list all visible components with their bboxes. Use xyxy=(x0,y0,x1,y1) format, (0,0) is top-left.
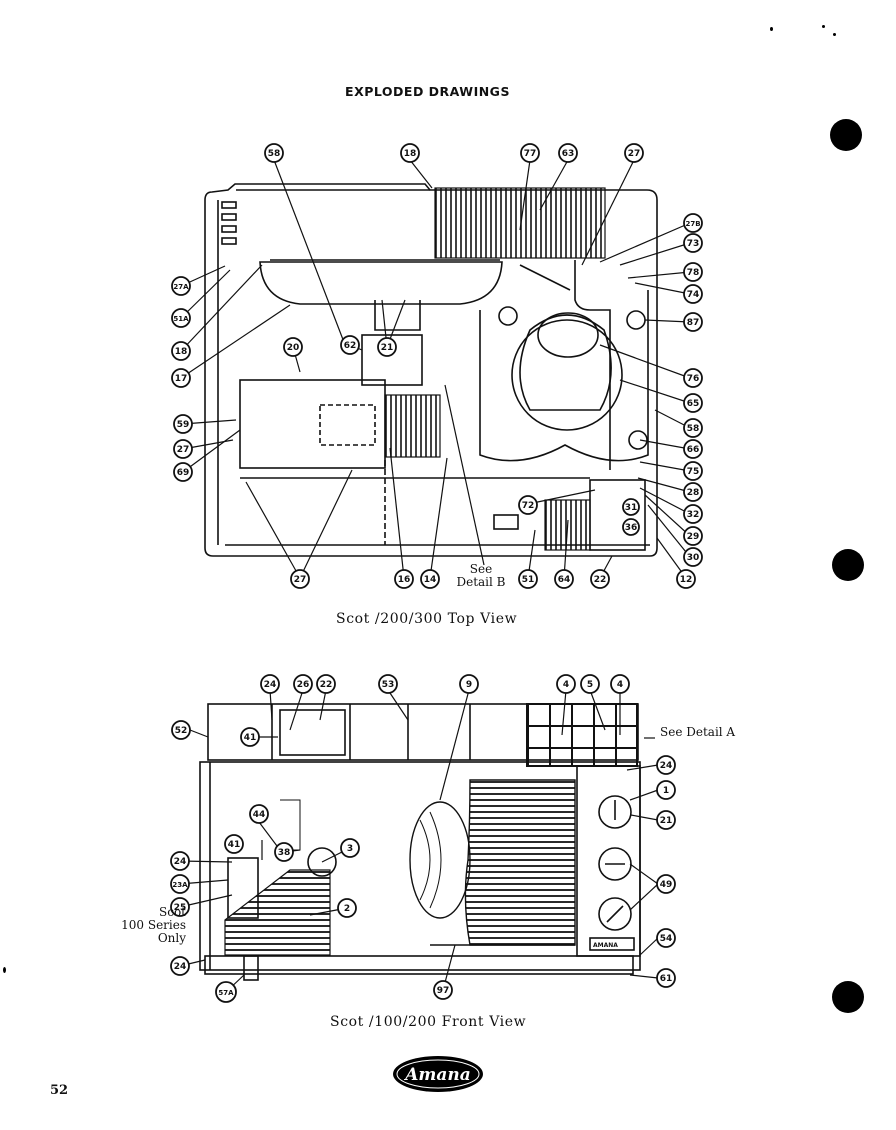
callout-numbers: 58 18 77 63 27 27B 73 78 74 87 76 65 58 … xyxy=(172,149,700,997)
callout-1: 1 xyxy=(663,786,669,796)
callout-66: 66 xyxy=(687,445,700,455)
callout-23a: 23A xyxy=(172,881,188,889)
callout-28: 28 xyxy=(687,488,700,498)
callout-63: 63 xyxy=(562,149,575,159)
top-view-caption: Scot /200/300 Top View xyxy=(336,611,518,627)
callout-17: 17 xyxy=(175,374,188,384)
callout-4: 4 xyxy=(563,680,569,690)
binder-hole-top xyxy=(830,119,862,151)
callout-38: 38 xyxy=(278,848,291,858)
callout-9: 9 xyxy=(466,680,472,690)
callout-27c: 27 xyxy=(294,575,307,585)
speck xyxy=(833,33,836,36)
front-view-callouts xyxy=(170,674,676,1003)
amana-logo-text: Amana xyxy=(403,1065,471,1085)
page-number: 52 xyxy=(50,1083,69,1098)
callout-54: 54 xyxy=(660,934,673,944)
callout-32: 32 xyxy=(687,510,700,520)
speck xyxy=(822,25,825,28)
callout-24d: 24 xyxy=(174,962,187,972)
callout-65: 65 xyxy=(687,399,700,409)
binder-hole-middle xyxy=(832,549,864,581)
callout-58: 58 xyxy=(268,149,281,159)
callout-62: 62 xyxy=(344,341,357,351)
callout-58b: 58 xyxy=(687,424,700,434)
callout-78: 78 xyxy=(687,268,700,278)
callout-29: 29 xyxy=(687,532,700,542)
callout-97: 97 xyxy=(437,986,450,996)
callout-77: 77 xyxy=(524,149,537,159)
callout-75: 75 xyxy=(687,467,700,477)
callout-51: 51 xyxy=(522,575,535,585)
panel-brand-text: AMANA xyxy=(593,942,618,949)
callout-72: 72 xyxy=(522,501,535,511)
page-title: EXPLODED DRAWINGS xyxy=(345,84,510,99)
callout-59: 59 xyxy=(177,420,190,430)
scot-100-note: Scot 100 Series Only xyxy=(121,905,186,945)
callout-24: 24 xyxy=(264,680,277,690)
top-view-drawing xyxy=(204,183,658,557)
callout-27: 27 xyxy=(628,149,641,159)
callout-18b: 18 xyxy=(175,347,188,357)
callout-64: 64 xyxy=(558,575,571,585)
speck xyxy=(770,27,773,31)
callout-14: 14 xyxy=(424,575,437,585)
callout-36: 36 xyxy=(625,523,638,533)
front-view-drawing xyxy=(199,703,641,981)
callout-27b: 27B xyxy=(685,220,700,228)
callout-61: 61 xyxy=(660,974,673,984)
callout-21: 21 xyxy=(381,343,394,353)
callout-4b: 4 xyxy=(617,680,623,690)
callout-53: 53 xyxy=(382,680,395,690)
callout-20: 20 xyxy=(287,343,300,353)
callout-12: 12 xyxy=(680,575,693,585)
callout-5: 5 xyxy=(587,680,593,690)
callout-52: 52 xyxy=(175,726,188,736)
callout-22: 22 xyxy=(594,575,607,585)
callout-74: 74 xyxy=(687,290,700,300)
callout-76: 76 xyxy=(687,374,700,384)
callout-18: 18 xyxy=(404,149,417,159)
callout-31: 31 xyxy=(625,503,638,513)
callout-21b: 21 xyxy=(660,816,673,826)
callout-87: 87 xyxy=(687,318,700,328)
callout-57a: 57A xyxy=(218,989,234,997)
speck xyxy=(3,967,6,973)
callout-41b: 41 xyxy=(228,840,241,850)
callout-2: 2 xyxy=(344,904,350,914)
callout-26: 26 xyxy=(297,680,310,690)
top-view-callouts xyxy=(171,143,703,589)
callout-3: 3 xyxy=(347,844,353,854)
callout-24c: 24 xyxy=(174,857,187,867)
callout-73: 73 xyxy=(687,239,700,249)
callout-25: 25 xyxy=(174,903,187,913)
callout-22b: 22 xyxy=(320,680,333,690)
amana-logo: Amana xyxy=(393,1056,483,1092)
binder-hole-bottom xyxy=(832,981,864,1013)
callout-30: 30 xyxy=(687,553,700,563)
callout-27a: 27A xyxy=(173,283,189,291)
callout-16: 16 xyxy=(398,575,411,585)
callout-51a: 51A xyxy=(173,315,189,323)
detail-b-note: See Detail B xyxy=(456,562,506,589)
callout-49: 49 xyxy=(660,880,673,890)
callout-44: 44 xyxy=(253,810,266,820)
callout-69: 69 xyxy=(177,468,190,478)
callout-27d: 27 xyxy=(177,445,190,455)
detail-a-note: See Detail A xyxy=(660,725,736,739)
callout-41: 41 xyxy=(244,733,257,743)
front-view-caption: Scot /100/200 Front View xyxy=(330,1014,527,1030)
callout-24b: 24 xyxy=(660,761,673,771)
